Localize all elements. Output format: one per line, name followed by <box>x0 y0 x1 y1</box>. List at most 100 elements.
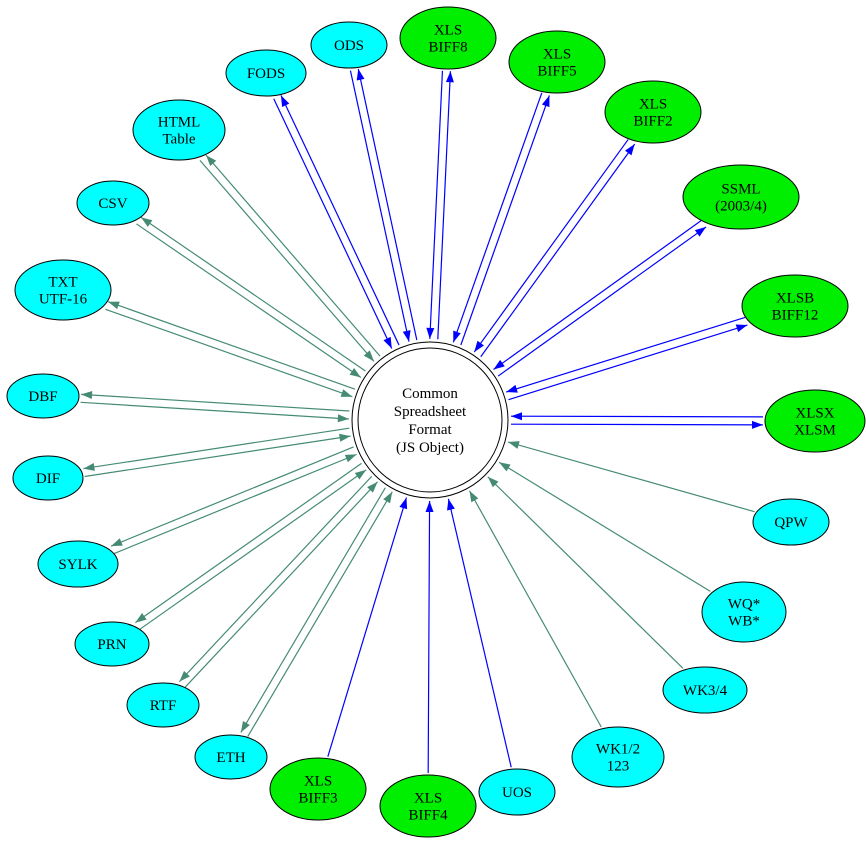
node-ods-label: ODS <box>334 38 364 54</box>
node-xls-biff3-shape <box>269 757 367 821</box>
edge-center-to-xls-biff2 <box>480 143 636 358</box>
edge-center-to-html-table <box>205 154 381 357</box>
node-dbf-shape <box>6 373 80 419</box>
node-xlsx-shape <box>764 389 866 453</box>
edge-ods-to-center-arrowhead <box>402 330 411 342</box>
edge-html-table-to-center-arrowhead <box>363 350 374 362</box>
node-xls-biff5-shape <box>508 30 606 94</box>
edge-fods-to-center-line <box>273 98 393 349</box>
edge-center-to-ods-arrowhead <box>356 68 365 81</box>
edge-center-to-xlsx-arrowhead <box>751 420 763 429</box>
edge-fods-to-center-arrowhead <box>383 336 392 349</box>
edge-center-to-ods <box>356 68 418 341</box>
node-qpw-shape <box>752 498 830 546</box>
edge-center-to-xls-biff8-line <box>437 71 452 340</box>
edge-rtf-to-center-line <box>184 481 378 688</box>
edge-center-to-xls-biff8-arrowhead <box>445 71 454 83</box>
edge-center-to-xls-biff8 <box>437 71 454 340</box>
edge-uos-to-center <box>447 498 512 768</box>
edge-eth-to-center <box>247 491 393 737</box>
node-ssml-shape <box>682 164 800 230</box>
edge-xlsb-to-center <box>505 316 746 393</box>
edge-xls-biff3-to-center <box>327 497 408 757</box>
node-html-table-label: Table <box>162 132 195 148</box>
edge-xls-biff3-to-center-line <box>327 497 408 757</box>
edge-xls-biff8-to-center <box>426 70 444 339</box>
edge-xls-biff4-to-center-arrowhead <box>425 500 434 513</box>
edge-center-to-xls-biff2-line <box>480 143 636 358</box>
node-xls-biff4-shape <box>379 774 477 838</box>
node-xlsb-label: BIFF12 <box>772 308 819 324</box>
node-xls-biff3-label: BIFF3 <box>298 791 337 807</box>
edge-center-to-csv-arrowhead <box>141 217 153 227</box>
edge-center-to-eth <box>240 487 386 733</box>
node-fods-shape <box>225 49 307 97</box>
node-txt-utf16-label: UTF-16 <box>39 292 88 308</box>
edge-center-to-xls-biff5-line <box>460 95 550 346</box>
edge-center-to-prn-arrowhead <box>135 613 147 623</box>
node-dif-label: DIF <box>36 471 60 487</box>
node-qpw-label: QPW <box>774 515 808 531</box>
node-xls-biff8-shape <box>399 6 497 70</box>
edge-dbf-to-center-arrowhead <box>337 414 349 423</box>
node-html-table-shape <box>132 99 226 161</box>
edge-center-to-sylk-line <box>110 446 354 547</box>
edge-qpw-to-center-arrowhead <box>507 441 520 449</box>
node-sylk: SYLK <box>37 540 119 588</box>
edge-txt-utf16-to-center-arrowhead <box>340 389 353 397</box>
node-prn: PRN <box>74 621 150 667</box>
edge-csv-to-center <box>136 223 362 379</box>
edge-center-to-fods-arrowhead <box>280 95 290 108</box>
edge-prn-to-center <box>139 469 367 630</box>
node-sylk-shape <box>37 540 119 588</box>
edge-xls-biff3-to-center-arrowhead <box>399 497 408 510</box>
node-xls-biff4-label: XLS <box>414 791 442 807</box>
edge-center-to-dif-arrowhead <box>83 462 95 471</box>
node-fods-label: FODS <box>247 66 285 82</box>
edge-center-to-xlsb-arrowhead <box>735 324 748 333</box>
node-wq-wb-label: WB* <box>728 614 760 630</box>
node-csv: CSV <box>76 180 150 226</box>
node-xls-biff5-label: XLS <box>543 47 571 63</box>
edge-center-to-xls-biff2-arrowhead <box>624 144 635 156</box>
node-ssml: SSML(2003/4) <box>682 164 800 230</box>
edge-center-to-xlsb-line <box>508 324 748 401</box>
edge-eth-to-center-line <box>247 491 393 737</box>
edge-center-to-ods-line <box>357 68 418 341</box>
edge-center-to-fods-line <box>280 95 400 346</box>
node-xls-biff5-label: BIFF5 <box>537 64 576 80</box>
node-rtf: RTF <box>126 682 200 728</box>
edge-xlsb-to-center-arrowhead <box>506 384 518 393</box>
edge-eth-to-center-arrowhead <box>383 491 393 504</box>
edge-center-to-prn <box>135 462 362 624</box>
node-wq-wb: WQ*WB* <box>701 581 787 643</box>
node-csf-outer-ring <box>351 341 509 499</box>
node-xlsb-label: XLSB <box>776 291 814 307</box>
edge-center-to-csv <box>140 216 366 372</box>
edge-wk12-123-to-center-line <box>468 490 602 728</box>
edge-uos-to-center-line <box>447 498 512 768</box>
node-xls-biff2-label: XLS <box>639 97 667 113</box>
edge-xls-biff5-to-center <box>452 92 543 343</box>
edge-center-to-xlsx <box>510 420 763 429</box>
node-csv-shape <box>76 180 150 226</box>
node-ods: ODS <box>310 21 388 69</box>
node-wk34-shape <box>662 666 748 714</box>
edge-xlsx-to-center-arrowhead <box>511 412 523 421</box>
edge-center-to-prn-line <box>135 462 362 624</box>
edge-dif-to-center-line <box>84 435 351 478</box>
edge-center-to-dbf <box>81 391 350 412</box>
node-html-table-label: HTML <box>158 115 201 131</box>
node-prn-label: PRN <box>97 637 126 653</box>
node-xlsx-label: XLSM <box>794 423 836 439</box>
edge-center-to-ssml-line <box>497 226 707 377</box>
edge-center-to-sylk <box>110 446 354 547</box>
edge-center-to-rtf <box>178 475 373 683</box>
